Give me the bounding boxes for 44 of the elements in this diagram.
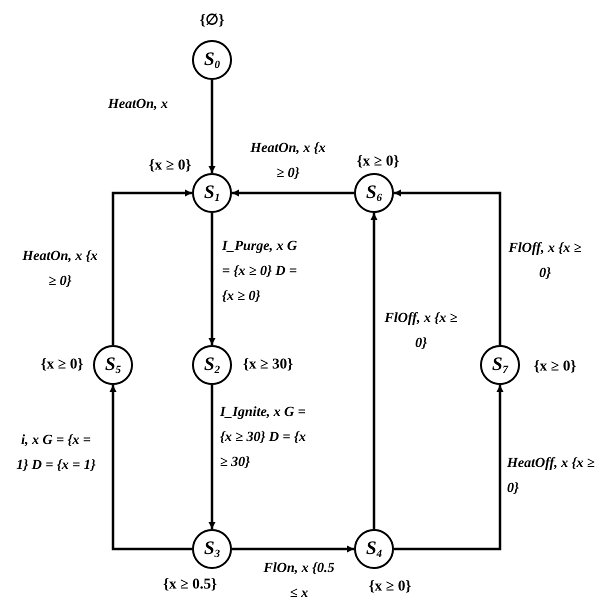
edge-label: I_Ignite, x G = {x ≥ 30} D = {x ≥ 30} [220, 404, 307, 472]
state-circle [192, 173, 232, 213]
state-name: S$_{0}$ [204, 49, 220, 71]
arrow [232, 190, 354, 196]
edge-label: I_Purge, x G = {x ≥ 0} D = {x ≥ 0} [222, 238, 298, 306]
state-invariant: {x ≥ 0.5} [163, 576, 217, 594]
state-name: S$_{7}$ [492, 354, 508, 376]
state-invariant: {∅} [200, 12, 224, 30]
arrow [370, 213, 378, 529]
edge-label: i, x G = {x = 1} D = {x = 1} [15, 432, 97, 475]
edge-label: FlOff, x {x ≥ 0} [384, 310, 458, 353]
arrow [394, 385, 504, 550]
state-circle [192, 345, 232, 385]
state-invariant: {x ≥ 0} [148, 158, 192, 174]
arrow [394, 190, 502, 345]
arrow [110, 385, 192, 550]
arrow [208, 80, 216, 173]
edge-label: HeatOn, x [108, 96, 169, 114]
state-name: S$_{5}$ [104, 354, 122, 376]
state-name: S$_{3}$ [204, 538, 220, 560]
edge-label: FlOn, x {0.5 ≤ x [262, 560, 336, 603]
arrow [112, 190, 192, 345]
state-circle [192, 529, 232, 569]
state-name: S$_{1}$ [204, 182, 220, 204]
state-invariant: {x ≥ 0} [40, 356, 84, 374]
arrow [208, 385, 216, 529]
edge-label: HeatOn, x {x ≥ 0} [21, 248, 99, 291]
edge-label: FlOff, x {x ≥ 0} [508, 240, 582, 283]
edge-label: HeatOff, x {x ≥ 0} [507, 455, 596, 498]
state-circle [354, 173, 394, 213]
edge-label: HeatOn, x {x ≥ 0} [249, 140, 327, 183]
state-name: S$_{2}$ [204, 354, 220, 376]
arrow [232, 546, 354, 552]
state-circle [93, 345, 133, 385]
state-invariant: {x ≥ 0} [356, 154, 400, 170]
state-name: S$_{4}$ [366, 538, 382, 560]
state-name: S$_{6}$ [366, 182, 382, 204]
state-invariant: {x ≥ 0} [534, 358, 576, 376]
state-invariant: {x ≥ 30} [242, 356, 294, 374]
state-circle [192, 40, 232, 80]
state-circle [354, 529, 394, 569]
state-circle [480, 345, 520, 385]
state-invariant: {x ≥ 0} [368, 578, 412, 596]
arrow [208, 213, 216, 345]
